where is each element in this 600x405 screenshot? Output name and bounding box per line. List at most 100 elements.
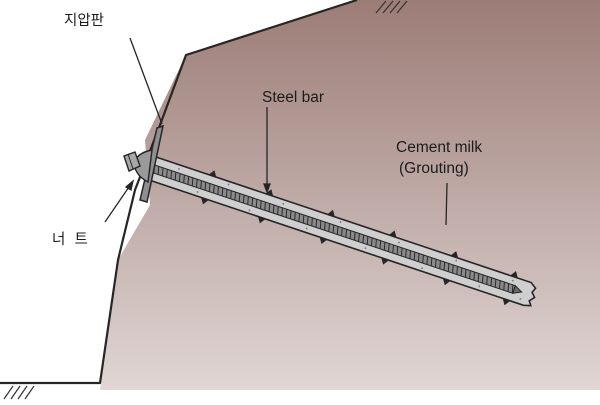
bar-rib — [174, 172, 177, 181]
bar-rib — [464, 269, 467, 278]
bar-rib — [430, 257, 433, 267]
bar-rib — [324, 222, 326, 231]
bar-tip — [512, 284, 523, 294]
bar-rib — [341, 227, 343, 237]
bar-rib — [400, 247, 403, 257]
bar-rib — [456, 266, 458, 275]
bar-rib — [255, 199, 258, 208]
bar-rib — [264, 202, 266, 211]
bar-rib — [336, 226, 339, 235]
spikes — [201, 170, 518, 306]
bar-rib — [285, 209, 288, 218]
label-bearing-plate: 지압판 — [64, 12, 104, 29]
bearing-plate — [139, 124, 165, 203]
nut — [123, 151, 141, 172]
label-nut: 너 트 — [52, 231, 88, 248]
bar-rib — [477, 273, 480, 282]
label-cement-milk: Cement milk — [396, 139, 482, 156]
bar-rib — [507, 283, 510, 292]
bar-rib — [511, 284, 514, 294]
bar-rib — [225, 189, 228, 198]
bar-rib — [405, 249, 407, 258]
bar-rib — [443, 262, 446, 271]
bar-rib — [353, 232, 356, 241]
bar-rib — [469, 270, 471, 279]
bar-rib — [388, 243, 390, 252]
bar-rib — [191, 177, 194, 187]
bar-rib — [213, 184, 215, 194]
bar-rib — [166, 169, 168, 178]
bar-rib — [298, 213, 301, 222]
bar-rib — [426, 256, 429, 265]
bar-rib — [157, 166, 160, 175]
bar-rib — [486, 276, 488, 285]
bar-rib — [294, 212, 296, 221]
bar-rib — [306, 216, 309, 225]
bar-rib — [473, 272, 476, 281]
bar-rib — [187, 176, 190, 185]
bar-rib — [499, 280, 501, 289]
bar-rib — [281, 207, 284, 217]
bar-rib — [383, 242, 386, 251]
bar-rib — [366, 236, 369, 245]
bar-rib — [234, 192, 237, 201]
bar-rib — [362, 234, 365, 244]
label-steel-bar: Steel bar — [262, 89, 324, 106]
bar-rib — [302, 214, 305, 224]
bar-rib — [272, 204, 275, 214]
bar-rib — [396, 246, 399, 255]
bar-rib — [379, 240, 382, 249]
bar-rib — [447, 263, 450, 272]
bar-rib — [183, 174, 185, 184]
bar-rib — [503, 281, 505, 291]
bar-rib — [417, 253, 420, 262]
bar-rib — [230, 190, 232, 199]
bar-rib — [217, 186, 219, 195]
bar-rib — [260, 200, 262, 209]
bar-rib — [439, 260, 441, 269]
bar-rib — [170, 170, 173, 179]
bar-rib — [349, 230, 352, 239]
bar-rib — [268, 203, 271, 212]
leader-bearing-plate — [129, 37, 163, 125]
bar-rib — [332, 224, 335, 234]
ground-hatch-top — [375, 0, 408, 14]
bar-rib — [328, 223, 330, 232]
bar-rib — [370, 237, 373, 247]
bar-rib — [161, 167, 164, 177]
bar-rib — [196, 179, 198, 188]
grout-speckles — [178, 168, 522, 300]
bar-rib — [242, 194, 245, 204]
label-grouting: (Grouting) — [399, 160, 469, 177]
soil-mass — [100, 0, 600, 390]
bar-rib — [375, 239, 377, 248]
bar-rib — [494, 279, 497, 288]
slope-outline — [0, 0, 358, 385]
leader-lines — [104, 37, 448, 226]
bar-rib — [452, 264, 454, 274]
bar-rib — [413, 252, 416, 261]
soil-nail — [134, 154, 537, 307]
bar-rib — [311, 217, 313, 227]
bar-rib — [247, 196, 249, 205]
bar-rib — [251, 197, 254, 207]
bar-rib — [289, 210, 292, 219]
bar-ribs — [140, 160, 514, 294]
bar-rib — [221, 187, 224, 197]
bar-rib — [200, 180, 202, 189]
bar-rib — [315, 219, 318, 228]
leader-cement-milk — [445, 182, 448, 226]
bar-rib — [319, 220, 322, 229]
ground-hatch-bottom — [3, 385, 35, 400]
bar-rib — [392, 244, 394, 254]
bar-rib — [358, 233, 360, 242]
bar-rib — [481, 274, 484, 284]
bar-rib — [422, 254, 424, 264]
bar-rib — [434, 259, 437, 268]
bar-rib — [409, 250, 412, 259]
bar-rib — [208, 183, 211, 192]
leader-nut — [104, 183, 132, 223]
bar-rib — [178, 173, 181, 182]
